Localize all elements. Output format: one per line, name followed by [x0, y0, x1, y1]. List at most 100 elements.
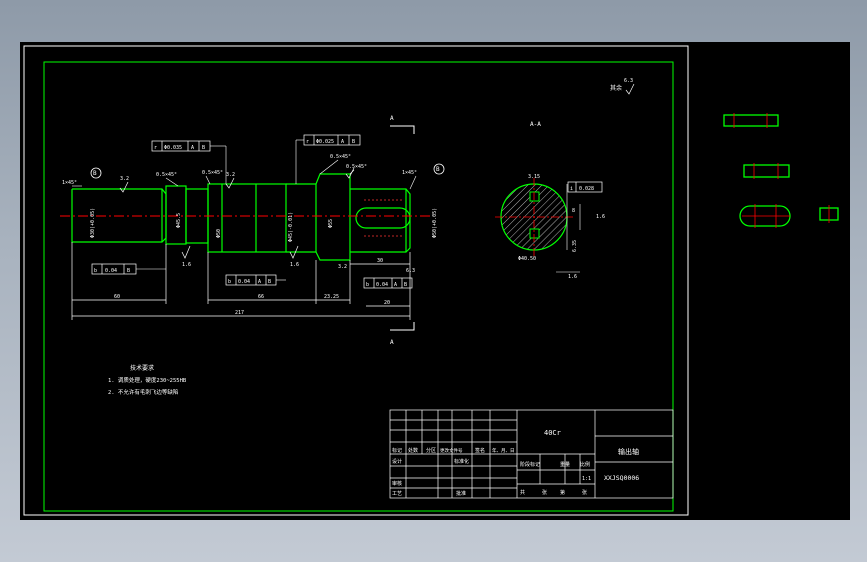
- dim-dia-6: Φ50(+0.05): [432, 208, 438, 238]
- dimension-lines: [71, 242, 411, 320]
- tb-stage-mark: 阶段标记: [520, 461, 540, 468]
- rough-2: 1.6: [182, 262, 191, 268]
- svg-text:A: A: [191, 145, 194, 151]
- tb-col-change: 更改文件号: [440, 447, 463, 454]
- tb-col-date: 年、月、日: [492, 447, 515, 454]
- tb-row-approve: 批准: [456, 490, 466, 497]
- keyway-hidden-lines: [364, 199, 402, 237]
- dim-dia-3: Φ50: [216, 229, 222, 238]
- section-dia: Φ40.50: [518, 256, 536, 262]
- svg-text:A: A: [258, 279, 261, 285]
- tb-weight: 重量: [560, 461, 570, 468]
- svg-text:0.04: 0.04: [238, 279, 250, 285]
- section-view: [495, 178, 581, 273]
- drawing-canvas: A A 60 66 23.25 20 217 30 Φ30(+0.05) Φ45…: [23, 45, 839, 516]
- svg-text:0.04: 0.04: [105, 268, 117, 274]
- cad-viewport[interactable]: A A 60 66 23.25 20 217 30 Φ30(+0.05) Φ45…: [20, 42, 850, 520]
- rough-5: 3.2: [338, 264, 347, 270]
- tb-row-review: 审核: [392, 480, 402, 487]
- section-key-depth: 3.15: [528, 174, 540, 180]
- dim-len-mid: 66: [258, 294, 264, 300]
- margin-shapes: [723, 113, 839, 228]
- tol-frame-4: b 0.04 A B: [225, 274, 286, 286]
- tb-material: 40Cr: [544, 429, 561, 437]
- svg-text:0.04: 0.04: [376, 282, 388, 288]
- tb-row-standard: 标准化: [454, 458, 469, 465]
- dim-len-a: 23.25: [324, 294, 339, 300]
- svg-text:b: b: [366, 282, 369, 288]
- dim-dia-2: Φ45.5: [176, 213, 182, 228]
- svg-text:B: B: [202, 145, 205, 151]
- tb-col-mark: 标记: [392, 447, 402, 454]
- rough-1: 3.2: [120, 176, 129, 182]
- section-cut-marker: [390, 125, 415, 331]
- cut-marker-bottom: A: [390, 339, 394, 346]
- tech-req-1: 1. 调质处理，硬度230~255HB: [108, 376, 187, 384]
- rough-3: 3.2: [226, 172, 235, 178]
- rough-6: 6.3: [406, 268, 415, 274]
- svg-text:B: B: [268, 279, 271, 285]
- rough-7: 1.6: [596, 214, 605, 220]
- chamfer-3: 0.5×45°: [330, 154, 351, 160]
- tb-col-count: 处数: [408, 447, 418, 454]
- tb-sheet-no: 第: [560, 489, 565, 496]
- dim-dia-1: Φ30(+0.05): [90, 208, 96, 238]
- svg-text:A: A: [341, 139, 344, 145]
- svg-text:r: r: [306, 139, 309, 145]
- datum-right-label: B: [436, 166, 440, 173]
- tb-sheet-label: 张: [582, 489, 587, 496]
- tb-row-design: 设计: [392, 458, 402, 465]
- tb-row-process: 工艺: [392, 491, 402, 497]
- dim-len-b: 20: [384, 300, 390, 306]
- tb-scale-label: 比例: [580, 461, 590, 468]
- dim-len-left: 60: [114, 294, 120, 300]
- dim-len-total: 217: [235, 310, 244, 316]
- chamfer-2: 0.5×45°: [202, 170, 223, 176]
- datum-bubble-right: [433, 163, 445, 175]
- svg-text:b: b: [228, 279, 231, 285]
- rough-8: 1.6: [568, 274, 577, 280]
- svg-text:Φ0.035: Φ0.035: [164, 145, 182, 151]
- inner-frame: [43, 61, 674, 512]
- dim-len-key: 30: [377, 258, 383, 264]
- chamfer-1: 0.5×45°: [156, 172, 177, 178]
- tech-req-2: 2. 不允许有毛刺飞边等缺陷: [108, 388, 178, 396]
- chamfer-left: 1×45°: [62, 180, 77, 186]
- section-width: 8: [572, 208, 575, 214]
- tb-sheets-label: 张: [542, 489, 547, 496]
- roughness-symbols: [119, 83, 635, 259]
- chamfer-leaders: [72, 159, 417, 190]
- svg-text:0.028: 0.028: [579, 186, 594, 192]
- dim-dia-4: Φ45(-0.01): [288, 212, 294, 242]
- tb-part-name: 输出轴: [618, 447, 639, 456]
- svg-text:i: i: [570, 186, 573, 192]
- tol-frame-3: b 0.04 B: [91, 263, 166, 275]
- tb-scale: 1:1: [582, 476, 591, 482]
- svg-text:r: r: [154, 145, 157, 151]
- other-roughness-value: 6.3: [624, 78, 633, 84]
- svg-text:B: B: [404, 282, 407, 288]
- svg-text:B: B: [127, 268, 130, 274]
- shaft-main-view: [71, 173, 411, 261]
- svg-text:A: A: [394, 282, 397, 288]
- tech-req-title: 技术要求: [130, 364, 154, 372]
- keyway-dim: 6.35: [572, 240, 578, 252]
- cut-marker-top: A: [390, 115, 394, 122]
- tol-frame-6: i 0.028: [567, 181, 603, 193]
- chamfer-4: 0.5×45°: [346, 164, 367, 170]
- tb-sheets-total: 共: [520, 489, 525, 496]
- tb-col-sign: 签名: [475, 447, 485, 454]
- tb-col-zone: 分区: [426, 447, 436, 454]
- other-roughness-label: 其余: [610, 84, 622, 92]
- tb-drawing-no: XXJSQ0006: [604, 474, 639, 482]
- datum-bubble-left: [90, 167, 102, 179]
- datum-left-label: B: [93, 170, 97, 177]
- svg-text:b: b: [94, 268, 97, 274]
- tol-frame-2: r Φ0.025 A B: [295, 134, 361, 184]
- outer-border: [23, 45, 689, 516]
- rough-4: 1.6: [290, 262, 299, 268]
- svg-text:B: B: [352, 139, 355, 145]
- dim-dia-5: Φ55: [328, 219, 334, 228]
- chamfer-right: 1×45°: [402, 170, 417, 176]
- svg-text:Φ0.025: Φ0.025: [316, 139, 334, 145]
